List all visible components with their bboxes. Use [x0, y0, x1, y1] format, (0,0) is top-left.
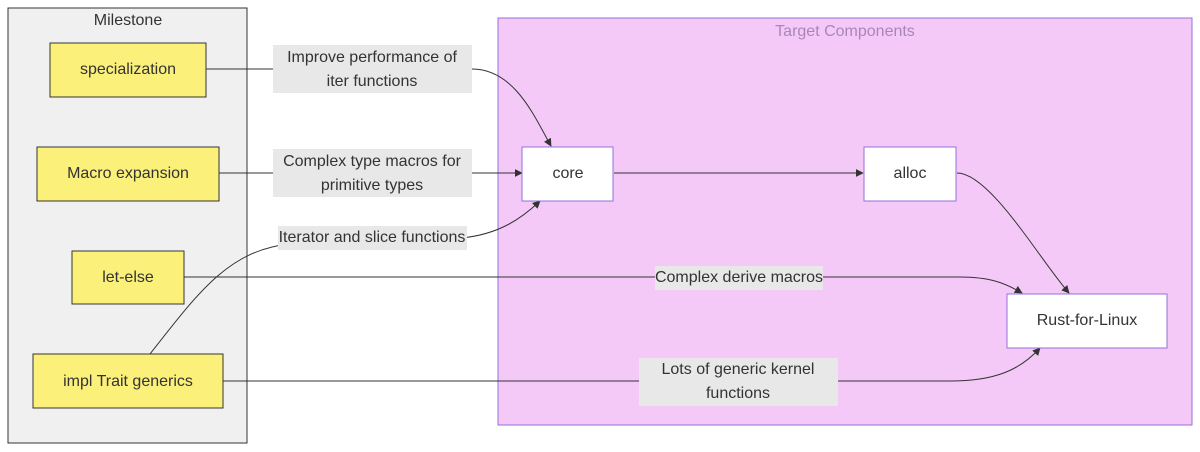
edge-label-macro-core: Complex type macros for primitive types [273, 149, 472, 197]
node-impl-trait-generics[interactable]: impl Trait generics [32, 353, 224, 409]
node-let-else[interactable]: let-else [71, 250, 185, 305]
node-label: alloc [894, 165, 927, 182]
edge-let-else-to-rust-for-linux [184, 276, 1023, 294]
node-macro-expansion[interactable]: Macro expansion [36, 146, 220, 202]
edge-label-line-2: functions [706, 385, 770, 402]
node-label: core [552, 165, 583, 182]
edge-impl-trait-to-rust-for-linux [223, 347, 1041, 382]
edge-specialization-to-core [206, 68, 552, 147]
edge-label-line-2: iter functions [327, 73, 418, 90]
edge-label-line-2: primitive types [321, 177, 423, 194]
target-components-cluster: Target Components [497, 17, 1193, 426]
node-label: specialization [80, 61, 176, 78]
node-label: Macro expansion [67, 165, 189, 182]
node-specialization[interactable]: specialization [49, 42, 207, 98]
edge-label-let-else-rfl: Complex derive macros [655, 266, 823, 290]
edge-label-line-1: Lots of generic kernel [662, 361, 815, 378]
node-core[interactable]: core [521, 146, 614, 202]
edge-label-impl-rfl: Lots of generic kernel functions [639, 358, 838, 406]
edge-label-line-1: Improve performance of [287, 49, 457, 66]
edge-label-line-1: Iterator and slice functions [279, 229, 466, 246]
edge-label-impl-core: Iterator and slice functions [278, 226, 467, 250]
target-components-title: Target Components [775, 23, 915, 40]
node-alloc[interactable]: alloc [863, 146, 957, 202]
node-label: let-else [102, 269, 154, 286]
milestone-title: Milestone [94, 12, 163, 29]
edge-label-line-1: Complex derive macros [655, 269, 823, 286]
edge-alloc-to-rust-for-linux [956, 172, 1070, 294]
edge-label-line-1: Complex type macros for [283, 153, 462, 170]
node-label: impl Trait generics [63, 373, 193, 390]
edge-label-specialization-core: Improve performance of iter functions [273, 45, 472, 93]
node-label: Rust-for-Linux [1037, 312, 1137, 329]
node-rust-for-linux[interactable]: Rust-for-Linux [1006, 293, 1168, 349]
